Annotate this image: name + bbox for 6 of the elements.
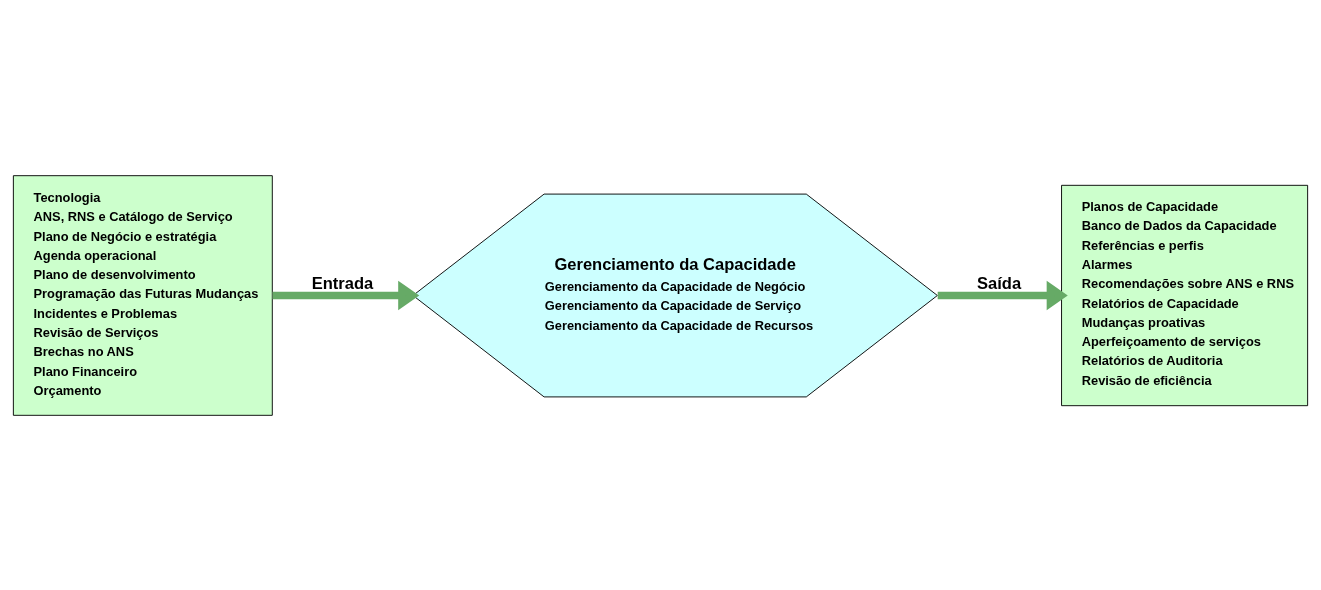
edge-label: Saída [977,273,1022,293]
node-box: Tecnologia ANS, RNS e Catálogo de Serviço Plano de Negócio e estratégia Agenda operacional Plano de desenvolvimento Programação das Futuras Mudanças Incidentes e Problemas Revisão de Serviços Brechas no ANS Plano Financeiro Orçamento [12,174,273,416]
arrow [272,280,420,310]
node-box: Planos de Capacidade Banco de Dados da Capacidade Referências e perfis Alarmes Recomendações sobre ANS e RNS Relatórios de Capacidade Mudanças proativas Aperfeiçoamento de serviços Relatórios de Auditoria Revisão de eficiência [1061,184,1309,406]
edge-label: Entrada [311,273,374,293]
arrow [937,280,1068,310]
